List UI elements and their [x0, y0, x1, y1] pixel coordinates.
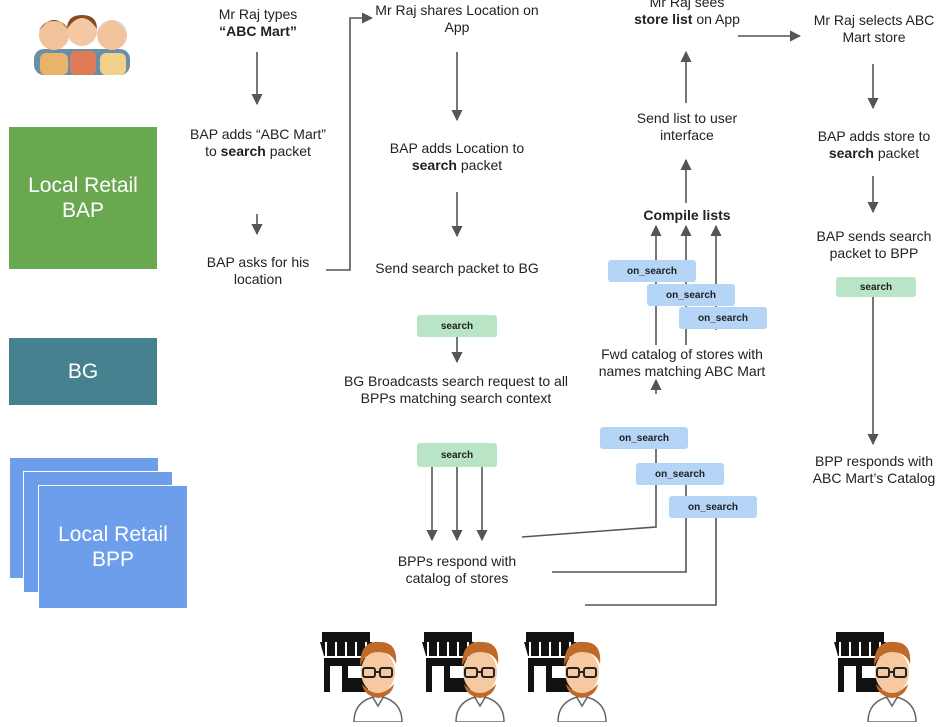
- step-send-to-bg: Send search packet to BG: [375, 260, 539, 276]
- step-bap-adds-store-text: BAP adds store to: [817, 128, 931, 144]
- tag-search-to-bpp: search: [836, 277, 916, 297]
- step-raj-types-text: Mr Raj types: [218, 6, 298, 22]
- tag-on-search-compile-2: on_search: [647, 284, 735, 306]
- step-raj-sees-list-text: Mr Raj sees: [649, 0, 725, 10]
- lane-bpp-label: Local Retail BPP: [58, 523, 168, 571]
- step-compile-lists: Compile lists: [643, 207, 731, 223]
- tag-on-search-fwd-2: on_search: [636, 463, 724, 485]
- lane-bg: BG: [9, 338, 157, 405]
- lane-bap: Local Retail BAP: [9, 127, 157, 269]
- step-bap-adds-location-text: BAP adds Location to: [389, 140, 525, 156]
- step-raj-types-quote: “: [219, 23, 227, 39]
- store-group-1: [318, 628, 410, 727]
- tag-on-search-compile-1: on_search: [608, 260, 696, 282]
- step-bap-adds-abc: BAP adds “ABC Mart” to search packet: [188, 126, 328, 160]
- tag-search-to-bg: search: [417, 315, 497, 337]
- step-bap-asks-location: BAP asks for his location: [206, 254, 310, 287]
- family-icon: [34, 15, 130, 75]
- tag-on-search-compile-3: on_search: [679, 307, 767, 329]
- step-raj-types-bold: ABC Mart”: [226, 23, 297, 39]
- store-group-3: [522, 628, 614, 727]
- store-group-2: [420, 628, 512, 727]
- lane-bpp-stack: Local Retail BPP: [9, 457, 189, 609]
- storefront-icon: [422, 632, 474, 692]
- step-bg-broadcasts: BG Broadcasts search request to all BPPs…: [343, 373, 569, 406]
- step-bap-adds-abc-bold: search: [220, 143, 266, 159]
- step-bap-adds-store: BAP adds store to search packet: [800, 128, 942, 162]
- shopkeeper-icon: [455, 641, 505, 722]
- step-bpp-responds: BPP responds with ABC Mart’s Catalog: [812, 453, 936, 486]
- shopkeeper-icon: [867, 641, 917, 722]
- step-raj-selects-store: Mr Raj selects ABC Mart store: [813, 12, 935, 45]
- tag-search-broadcast: search: [417, 443, 497, 467]
- step-bap-adds-store-post: packet: [877, 145, 920, 161]
- step-raj-shares-location: Mr Raj shares Location on App: [375, 2, 539, 35]
- lane-bg-label: BG: [67, 360, 99, 383]
- arrow-return-3: [585, 496, 722, 606]
- tag-on-search-fwd-3: on_search: [669, 496, 757, 518]
- step-bap-adds-store-bold: search: [828, 145, 874, 161]
- step-bap-adds-location-post: packet: [460, 157, 503, 173]
- tag-on-search-fwd-1: on_search: [600, 427, 688, 449]
- storefront-icon: [834, 632, 886, 692]
- step-bap-adds-location-bold: search: [411, 157, 457, 173]
- step-bap-adds-location: BAP adds Location to search packet: [372, 140, 542, 174]
- step-bap-adds-abc-post: packet: [269, 143, 311, 159]
- storefront-icon: [524, 632, 576, 692]
- store-group-4: [832, 628, 924, 727]
- lane-bpp: Local Retail BPP: [38, 485, 188, 609]
- lane-bap-label: Local Retail BAP: [28, 174, 138, 222]
- step-fwd-catalog: Fwd catalog of stores with names matchin…: [598, 346, 766, 379]
- step-raj-sees-list-bold: store list: [634, 11, 693, 27]
- step-bap-adds-abc-text: BAP adds “ABC Mart” to: [190, 126, 326, 159]
- step-raj-types: Mr Raj types “ABC Mart”: [188, 6, 328, 40]
- step-send-list-ui: Send list to user interface: [636, 110, 738, 143]
- shopkeeper-icon: [353, 641, 403, 722]
- step-bpps-respond: BPPs respond with catalog of stores: [397, 553, 517, 586]
- step-raj-sees-list: Mr Raj sees store list on App: [628, 0, 746, 28]
- shopkeeper-icon: [557, 641, 607, 722]
- step-raj-sees-list-post: on App: [696, 11, 740, 27]
- step-bap-sends-bpp: BAP sends search packet to BPP: [816, 228, 932, 261]
- arrow-asks-to-shares: [326, 12, 374, 271]
